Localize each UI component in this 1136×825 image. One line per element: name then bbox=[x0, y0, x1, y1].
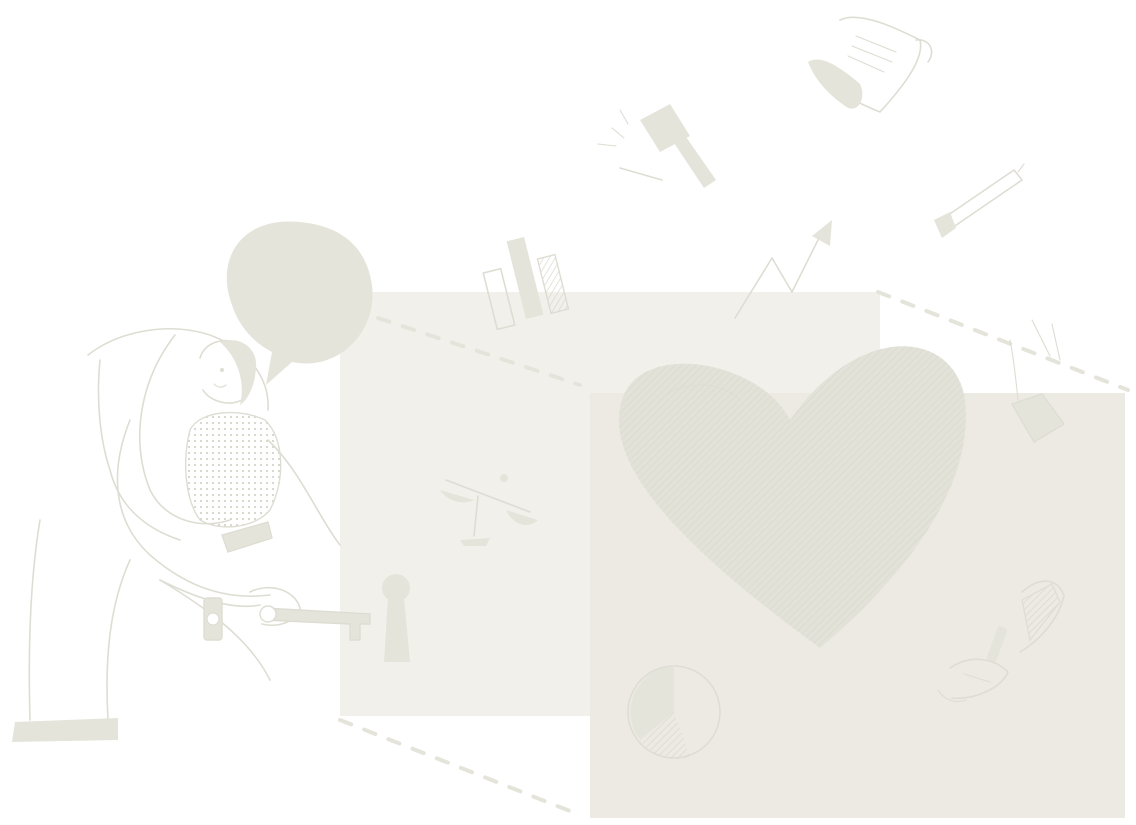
heart-icon bbox=[618, 346, 966, 648]
pen-icon bbox=[934, 163, 1025, 238]
bar-chart-icon bbox=[482, 237, 570, 331]
perspective-dashes bbox=[338, 290, 1130, 817]
trend-arrow-icon bbox=[734, 220, 832, 319]
person-with-key-icon bbox=[12, 328, 341, 742]
scroll-document-icon bbox=[808, 16, 933, 113]
keyhole-icon bbox=[382, 574, 410, 662]
envelope-icon bbox=[1009, 319, 1065, 443]
pie-chart-icon bbox=[627, 665, 721, 759]
hand-writing-icon bbox=[937, 580, 1065, 703]
gavel-icon bbox=[597, 104, 716, 188]
speech-bubble-icon bbox=[226, 221, 373, 385]
key-icon bbox=[259, 605, 371, 641]
scales-of-justice-icon bbox=[440, 474, 538, 546]
